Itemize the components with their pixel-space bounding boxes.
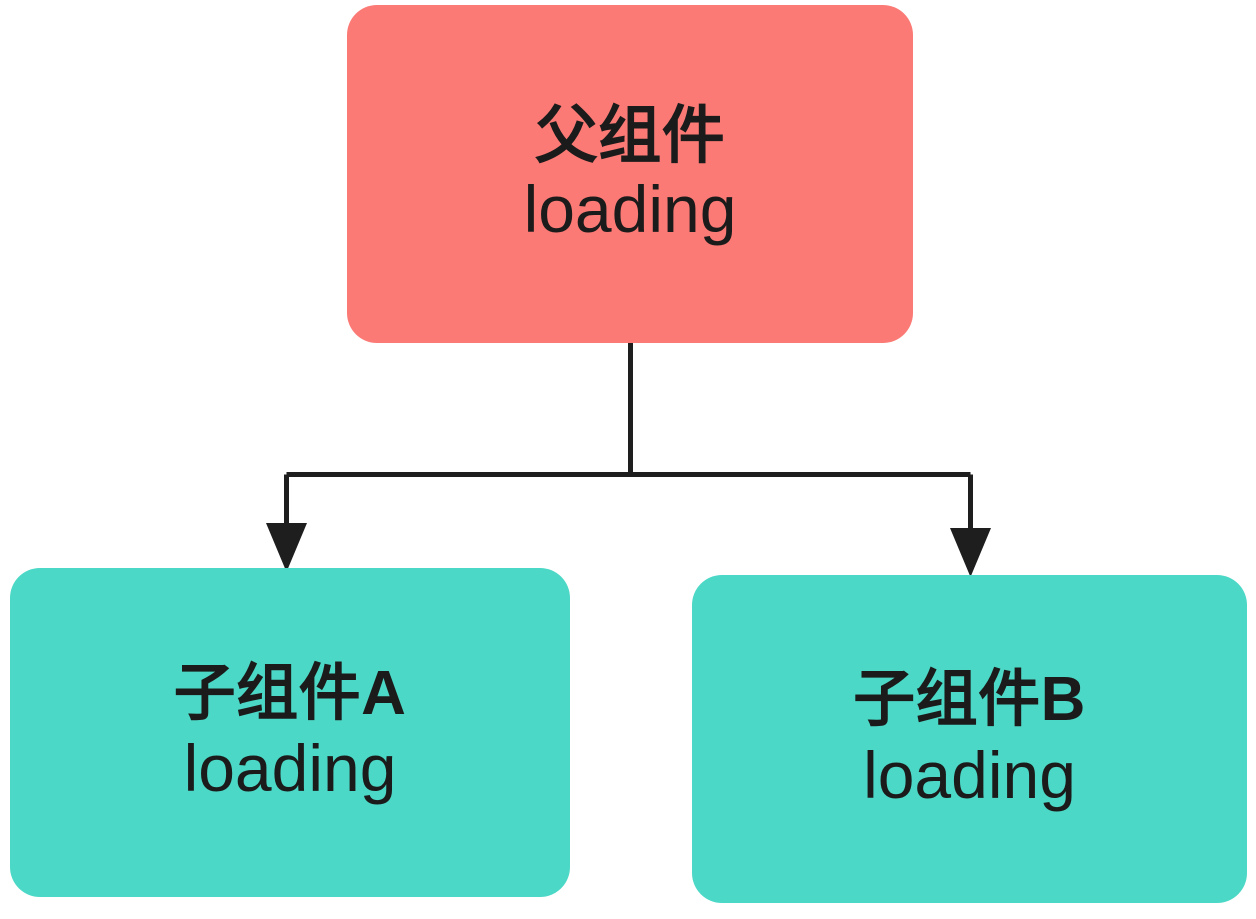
node-child-a-title: 子组件A xyxy=(173,658,407,728)
arrowhead-child-a xyxy=(266,523,307,572)
node-child-b[interactable]: 子组件B loading xyxy=(692,575,1247,903)
node-child-b-title: 子组件B xyxy=(853,665,1086,735)
node-parent-subtitle: loading xyxy=(523,172,737,247)
node-child-a-subtitle: loading xyxy=(183,731,397,806)
node-child-a[interactable]: 子组件A loading xyxy=(10,568,570,897)
node-parent-title: 父组件 xyxy=(534,100,726,171)
node-child-b-subtitle: loading xyxy=(863,737,1076,812)
arrowhead-child-b xyxy=(950,528,991,577)
node-parent[interactable]: 父组件 loading xyxy=(347,5,913,343)
